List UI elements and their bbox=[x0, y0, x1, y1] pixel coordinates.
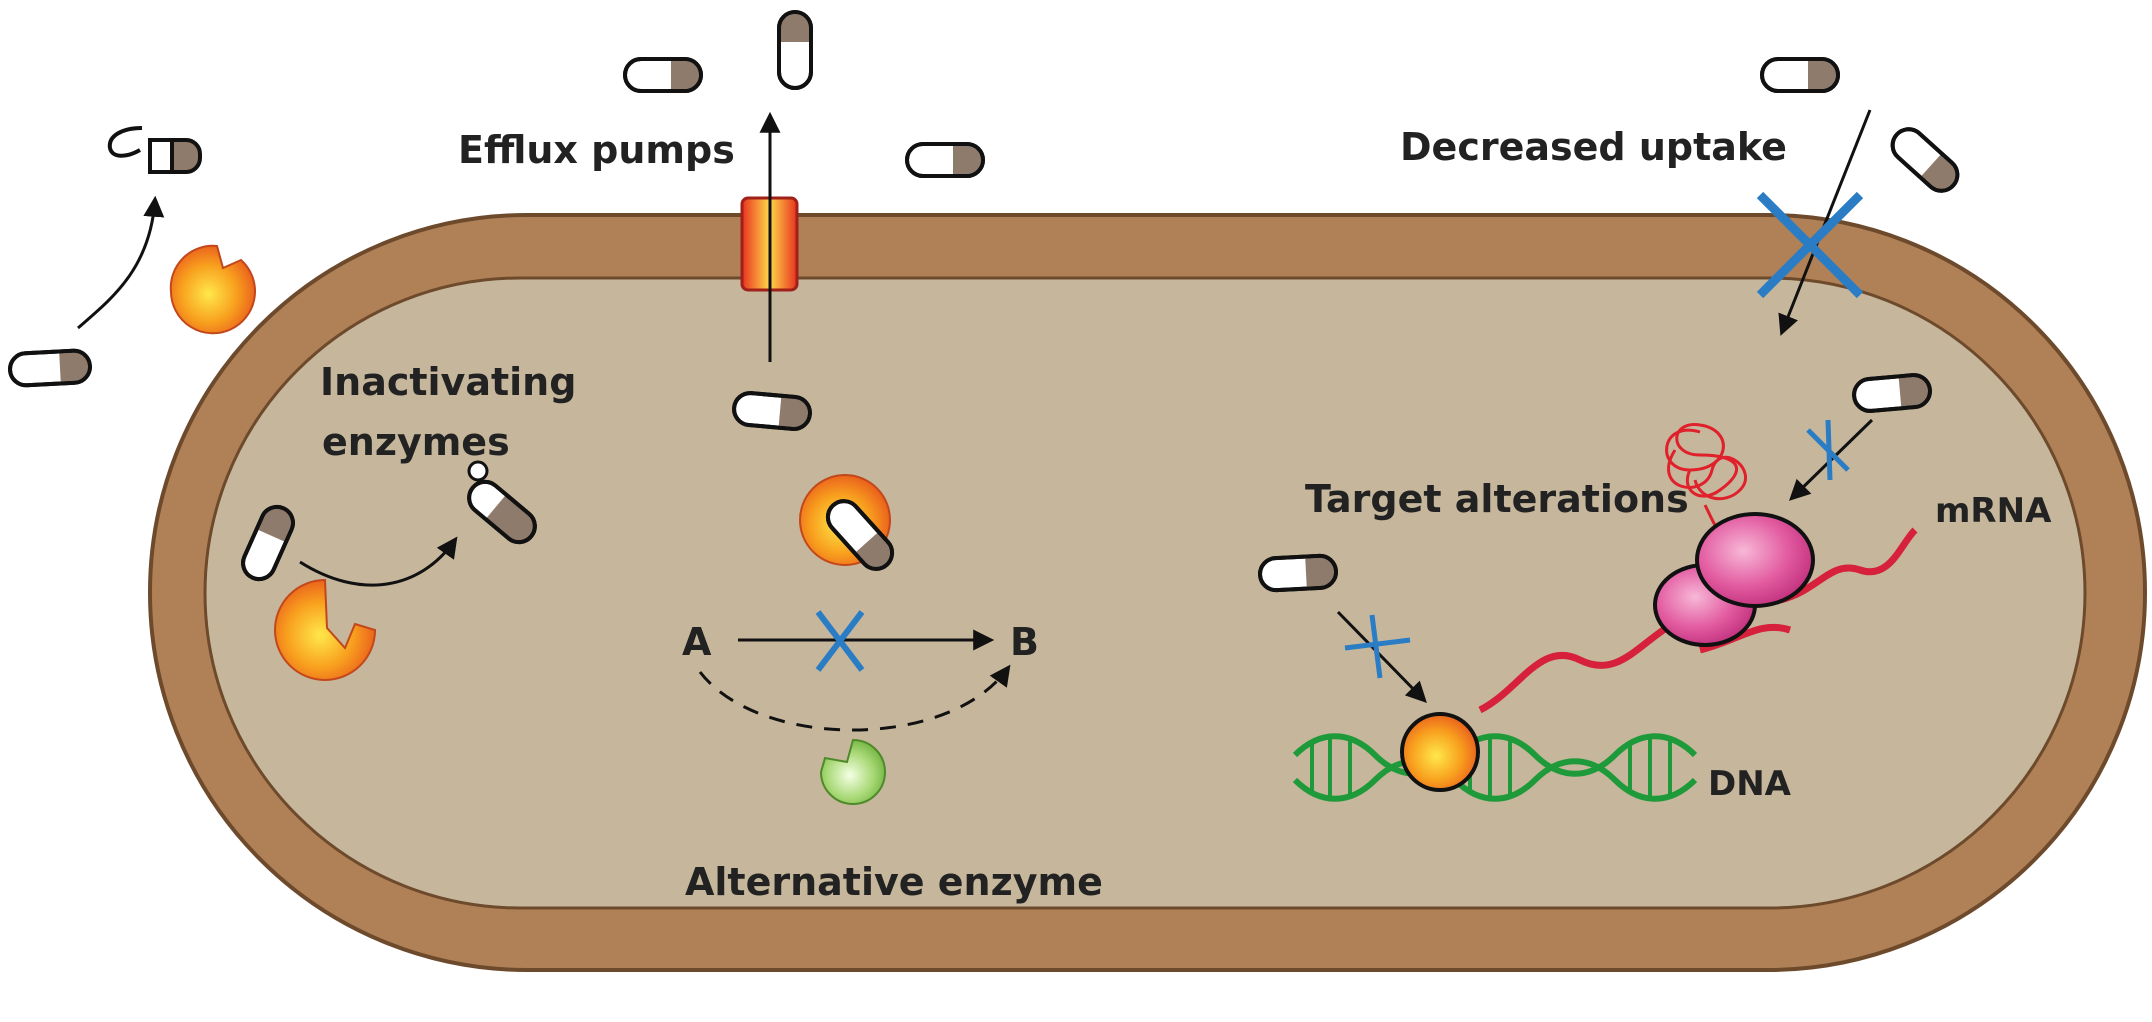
antibiotic-capsule-icon bbox=[1258, 553, 1338, 593]
alternative-enzyme-icon bbox=[819, 738, 886, 805]
peptide-tangle-icon bbox=[1665, 423, 1748, 526]
mrna-label: mRNA bbox=[1935, 491, 2052, 531]
inactivation-arrow bbox=[77, 195, 165, 330]
dna-label: DNA bbox=[1708, 764, 1792, 804]
cytoplasm bbox=[203, 276, 2087, 910]
alternative-enzyme-section: A B Alternative enzyme bbox=[682, 474, 1103, 904]
antibiotic-capsule-icon bbox=[905, 142, 985, 178]
antibiotic-capsule-icon bbox=[8, 348, 92, 388]
antibiotic-capsule-icon bbox=[1890, 127, 1960, 193]
efflux-pumps-section: Efflux pumps bbox=[458, 10, 985, 431]
modified-antibiotic-icon bbox=[467, 479, 537, 545]
block-cross-icon bbox=[1756, 191, 1864, 299]
rna-polymerase-icon bbox=[1400, 712, 1480, 792]
efflux-pumps-label: Efflux pumps bbox=[458, 128, 735, 172]
inactivating-enzymes-section: Inactivating enzymes bbox=[8, 126, 576, 681]
ribosome-binding-arrow bbox=[1788, 418, 1874, 501]
alternative-enzyme-label: Alternative enzyme bbox=[685, 860, 1103, 904]
uptake-arrow bbox=[1778, 109, 1872, 336]
antibiotic-capsule-icon bbox=[732, 391, 812, 431]
block-cross-icon bbox=[1344, 614, 1411, 679]
antibiotic-capsule-icon bbox=[1852, 373, 1932, 413]
enzyme-with-antibiotic-icon bbox=[799, 474, 895, 571]
ribosome-icon bbox=[1653, 512, 1815, 647]
antibiotic-capsule-icon bbox=[623, 57, 703, 93]
antibiotic-capsule-icon bbox=[1760, 57, 1840, 93]
antibiotic-capsule-icon bbox=[241, 504, 295, 582]
enzyme-pacman-icon bbox=[274, 578, 377, 681]
decreased-uptake-section: Decreased uptake bbox=[1400, 57, 1960, 336]
target-alterations-section: Target alterations mRNA bbox=[1258, 373, 2052, 804]
block-cross-icon bbox=[1806, 419, 1850, 481]
antibiotic-capsule-icon bbox=[777, 10, 813, 90]
bypass-pathway-arrow bbox=[698, 664, 1011, 732]
bacterial-cell bbox=[148, 213, 2147, 972]
polymerase-binding-arrow bbox=[1336, 610, 1427, 704]
pathway-b-label: B bbox=[1010, 620, 1039, 664]
broken-antibiotic-icon bbox=[107, 126, 202, 174]
pathway-a-label: A bbox=[682, 620, 712, 664]
target-alterations-label: Target alterations bbox=[1305, 477, 1689, 521]
inactivation-arrow bbox=[299, 536, 458, 587]
inactivating-enzymes-label-line2: enzymes bbox=[322, 420, 510, 464]
block-cross-icon bbox=[815, 610, 865, 672]
decreased-uptake-label: Decreased uptake bbox=[1400, 125, 1787, 169]
enzyme-pacman-icon bbox=[169, 244, 256, 335]
inactivating-enzymes-label-line1: Inactivating bbox=[320, 360, 576, 404]
modification-group-icon bbox=[467, 460, 489, 482]
